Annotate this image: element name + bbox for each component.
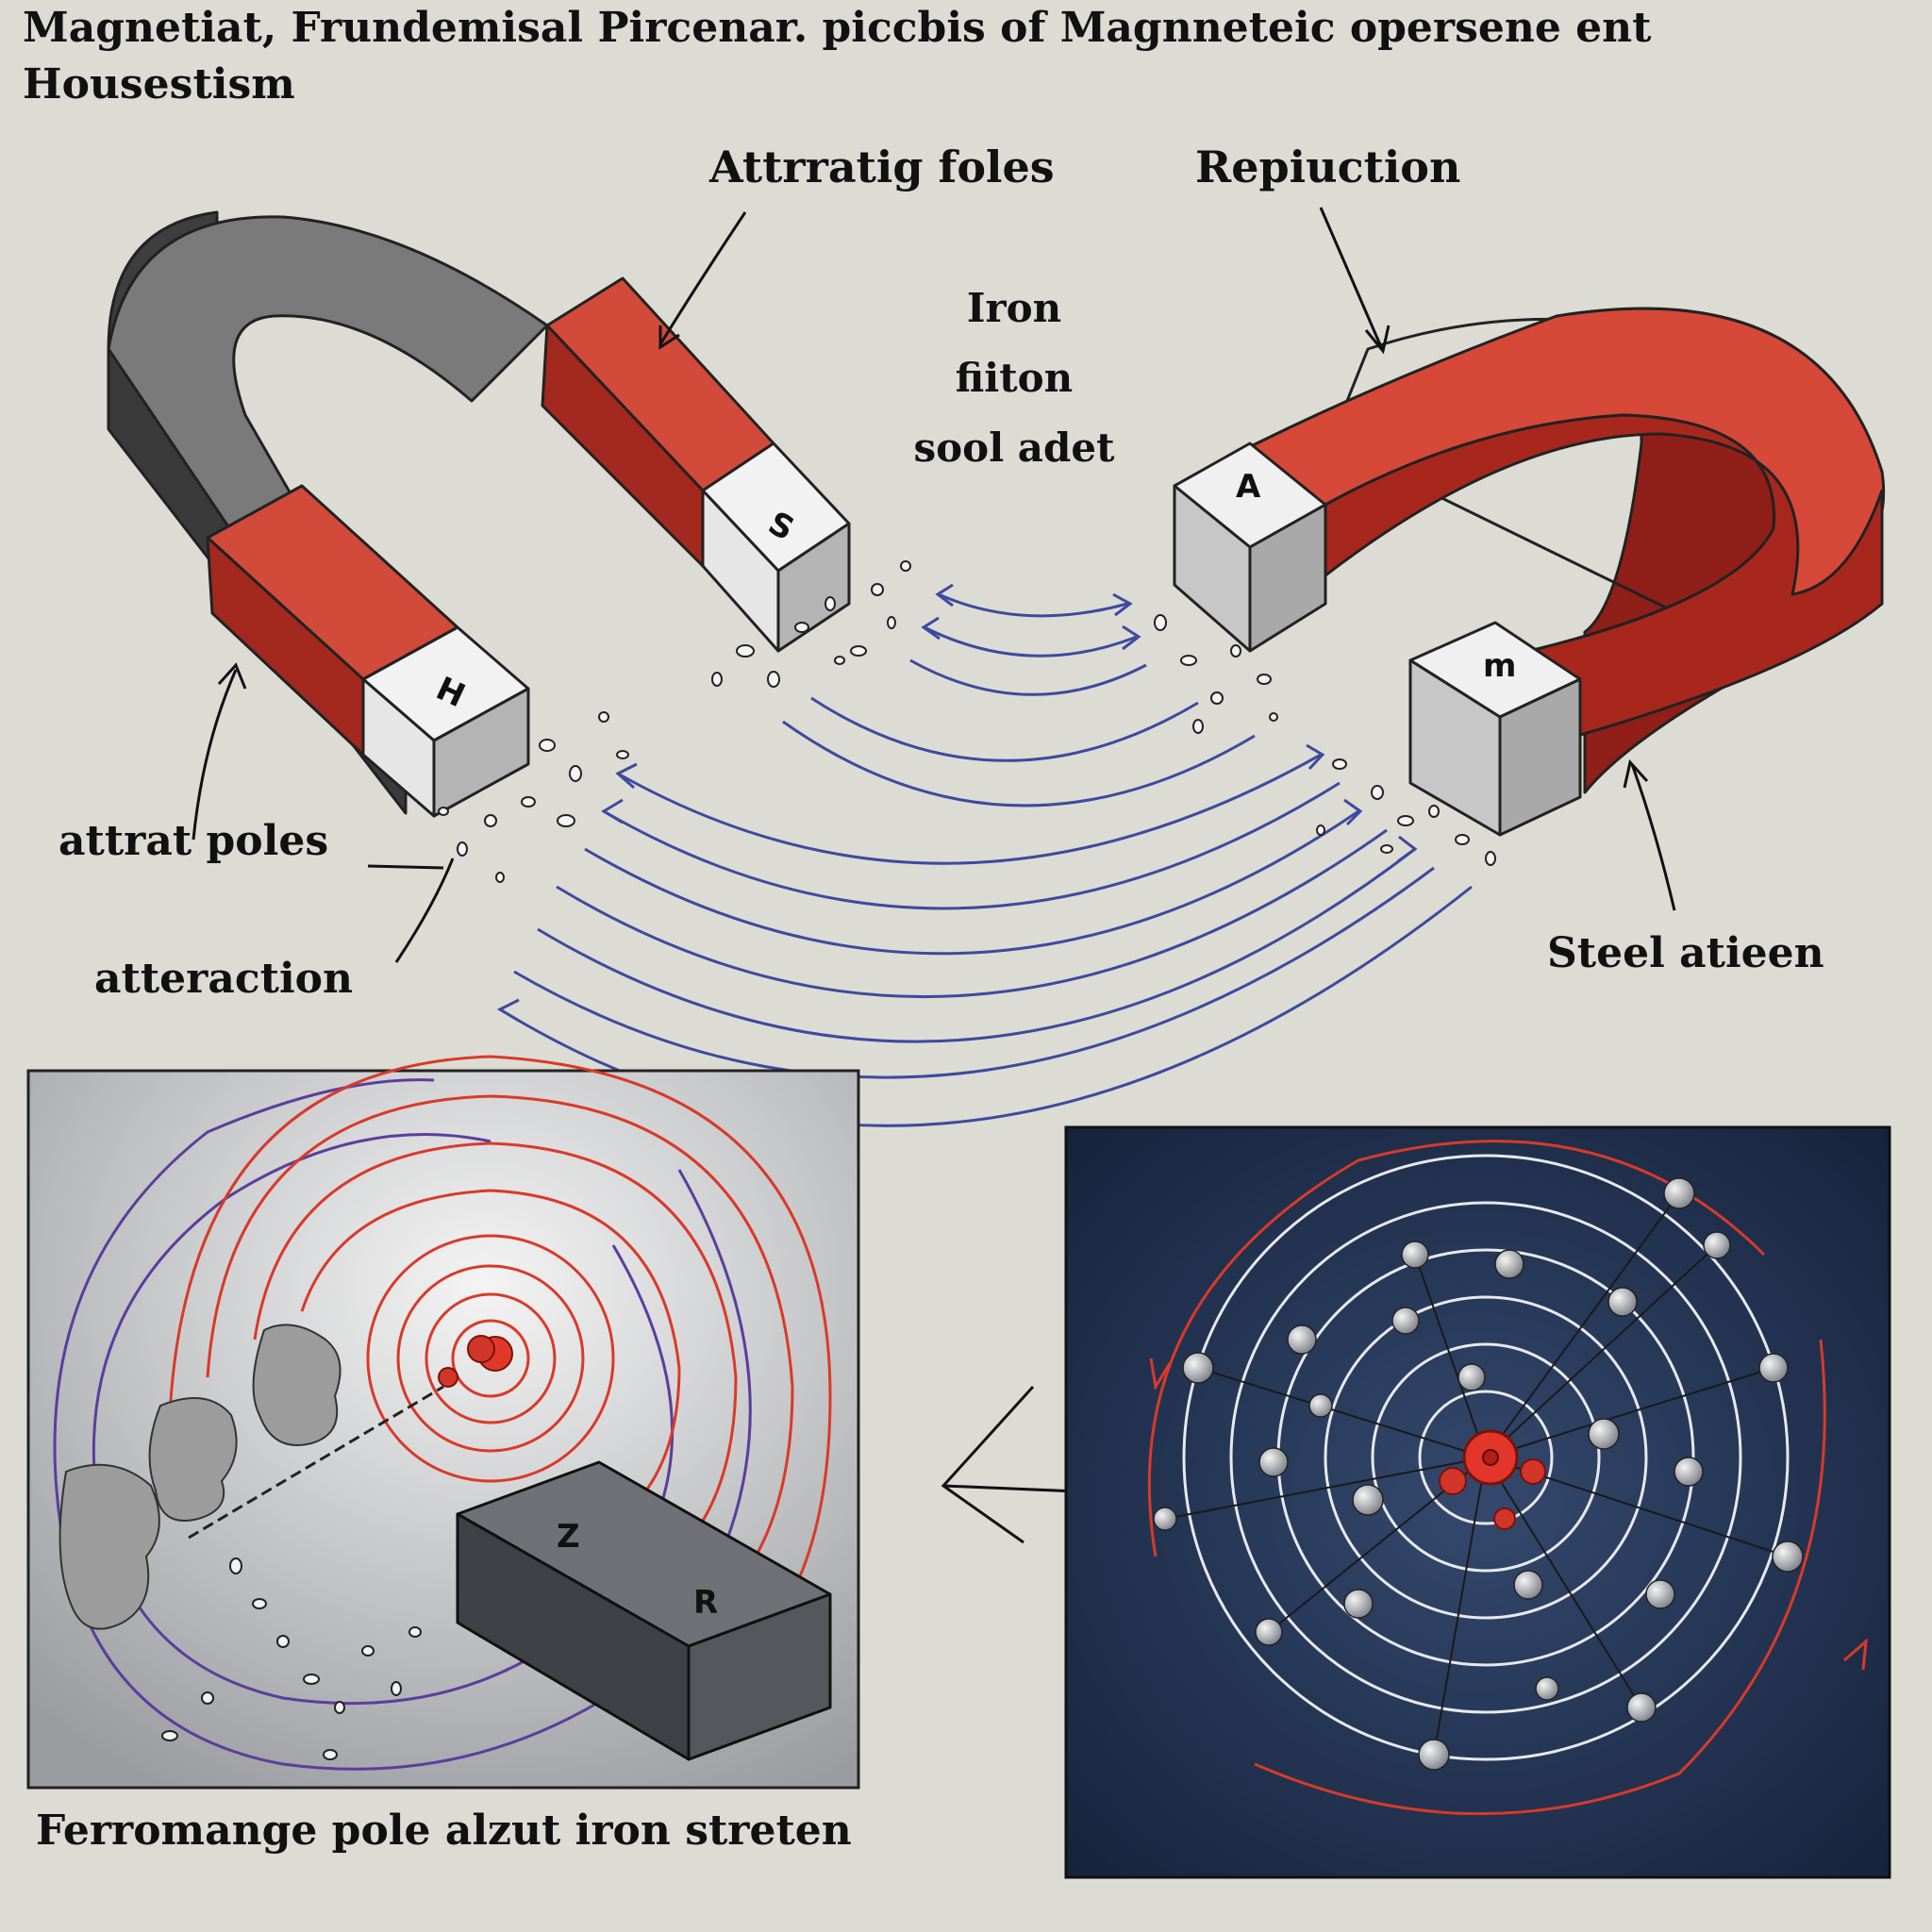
- iron-filings: [438, 560, 1496, 883]
- left-horseshoe-magnet: [107, 210, 851, 818]
- bar-pole-label-front: R: [693, 1584, 718, 1622]
- pole-label-a: A: [1236, 468, 1261, 506]
- callout-arrows: [192, 207, 1676, 1544]
- field-line-arrows: [496, 583, 1418, 1023]
- diagram-title: Magnetiat, Frundemisal Pircenar. piccbis…: [23, 4, 1652, 108]
- iron-label-line-1: Iron: [966, 285, 1062, 331]
- ferromagnetic-panel: Z R: [26, 1055, 860, 1790]
- atomic-structure-panel: [1064, 1125, 1891, 1879]
- pole-label-m: m: [1483, 647, 1516, 685]
- attraction-label: atteraction: [94, 955, 354, 1003]
- repulsion-label: Repiuction: [1195, 142, 1461, 192]
- attracting-poles-label: Attrratig foles: [709, 142, 1055, 192]
- steel-label: Steel atieen: [1547, 929, 1824, 977]
- iron-filings-label: Iron fiiton sool adet: [906, 274, 1123, 483]
- right-horseshoe-magnet: [1173, 307, 1886, 837]
- bar-pole-label-top: Z: [557, 1518, 580, 1556]
- field-lines: [499, 592, 1473, 1127]
- iron-label-line-3: sool adet: [913, 425, 1115, 471]
- attract-poles-label: attrat poles: [58, 817, 329, 865]
- ferromagnetic-label: Ferromange pole alzut iron streten: [36, 1807, 852, 1855]
- iron-label-line-2: fiiton: [955, 355, 1074, 401]
